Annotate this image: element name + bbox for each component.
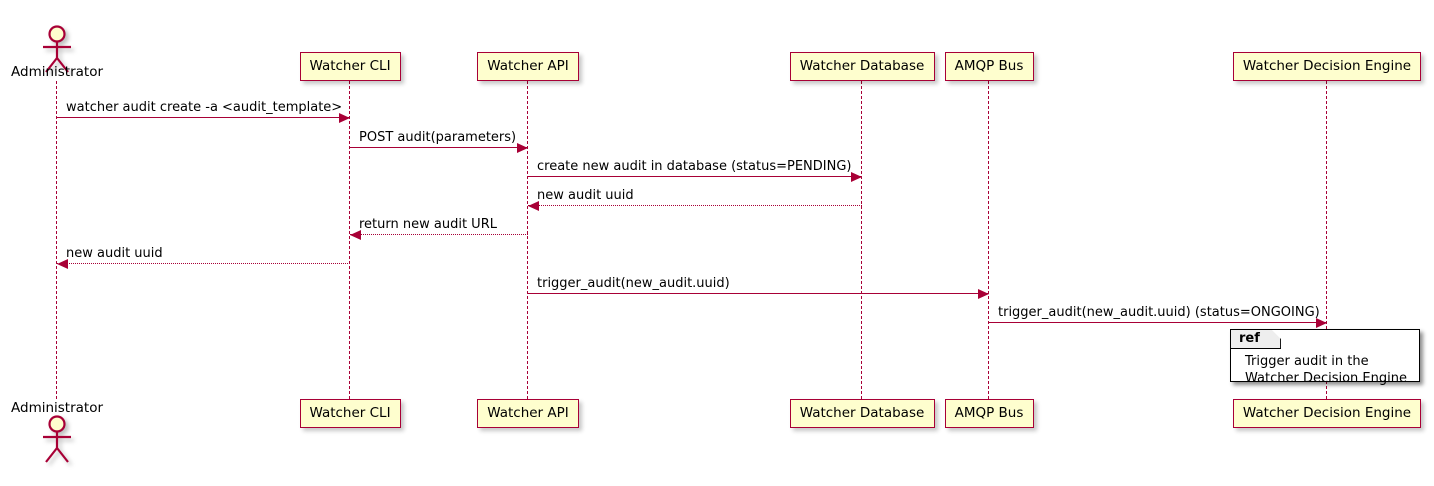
message-arrowhead-1 — [339, 112, 350, 123]
message-arrowhead-8 — [1316, 317, 1327, 328]
actor-administrator-top — [33, 25, 81, 73]
participant-watcher_database-top[interactable]: Watcher Database — [789, 52, 935, 81]
message-line-1 — [57, 117, 350, 118]
participant-watcher_cli-bottom[interactable]: Watcher CLI — [299, 399, 401, 428]
participant-watcher_database-bottom[interactable]: Watcher Database — [789, 399, 935, 428]
participant-watcher_api-bottom[interactable]: Watcher API — [477, 399, 579, 428]
participant-amqp_bus-top[interactable]: AMQP Bus — [944, 52, 1034, 81]
lifeline-watcher_decision_engine — [1326, 81, 1328, 399]
message-arrowhead-3 — [851, 171, 862, 182]
message-line-4 — [528, 205, 862, 206]
message-arrowhead-6 — [57, 258, 68, 269]
message-label-1: watcher audit create -a <audit_template> — [66, 100, 343, 115]
participant-watcher_api-top[interactable]: Watcher API — [477, 52, 579, 81]
message-label-4: new audit uuid — [537, 188, 634, 203]
participant-watcher_decision_engine-top[interactable]: Watcher Decision Engine — [1233, 52, 1421, 81]
message-arrowhead-7 — [978, 288, 989, 299]
message-label-2: POST audit(parameters) — [359, 130, 517, 145]
lifeline-watcher_api — [527, 81, 529, 399]
message-label-5: return new audit URL — [359, 217, 497, 232]
message-line-6 — [57, 263, 350, 264]
participant-watcher_cli-top[interactable]: Watcher CLI — [299, 52, 401, 81]
message-line-5 — [350, 234, 528, 235]
message-line-3 — [528, 176, 862, 177]
message-label-3: create new audit in database (status=PEN… — [537, 159, 852, 174]
ref-fragment-body: Trigger audit in the Watcher Decision En… — [1245, 354, 1407, 386]
message-arrowhead-4 — [528, 200, 539, 211]
actor-label-administrator-top: Administrator — [11, 64, 104, 80]
message-line-2 — [350, 147, 528, 148]
ref-fragment-tab: ref — [1231, 330, 1281, 349]
lifeline-watcher_database — [861, 81, 863, 399]
lifeline-administrator — [56, 81, 58, 399]
message-arrowhead-5 — [350, 229, 361, 240]
message-label-8: trigger_audit(new_audit.uuid) (status=ON… — [998, 305, 1320, 320]
lifeline-watcher_cli — [349, 81, 351, 399]
actor-label-administrator-bottom: Administrator — [11, 400, 104, 416]
lifeline-amqp_bus — [988, 81, 990, 399]
message-label-6: new audit uuid — [66, 246, 163, 261]
message-arrowhead-2 — [517, 142, 528, 153]
message-line-8 — [989, 322, 1327, 323]
message-line-7 — [528, 293, 989, 294]
message-label-7: trigger_audit(new_audit.uuid) — [537, 276, 730, 291]
participant-amqp_bus-bottom[interactable]: AMQP Bus — [944, 399, 1034, 428]
actor-administrator-bottom — [33, 415, 81, 463]
participant-watcher_decision_engine-bottom[interactable]: Watcher Decision Engine — [1233, 399, 1421, 428]
